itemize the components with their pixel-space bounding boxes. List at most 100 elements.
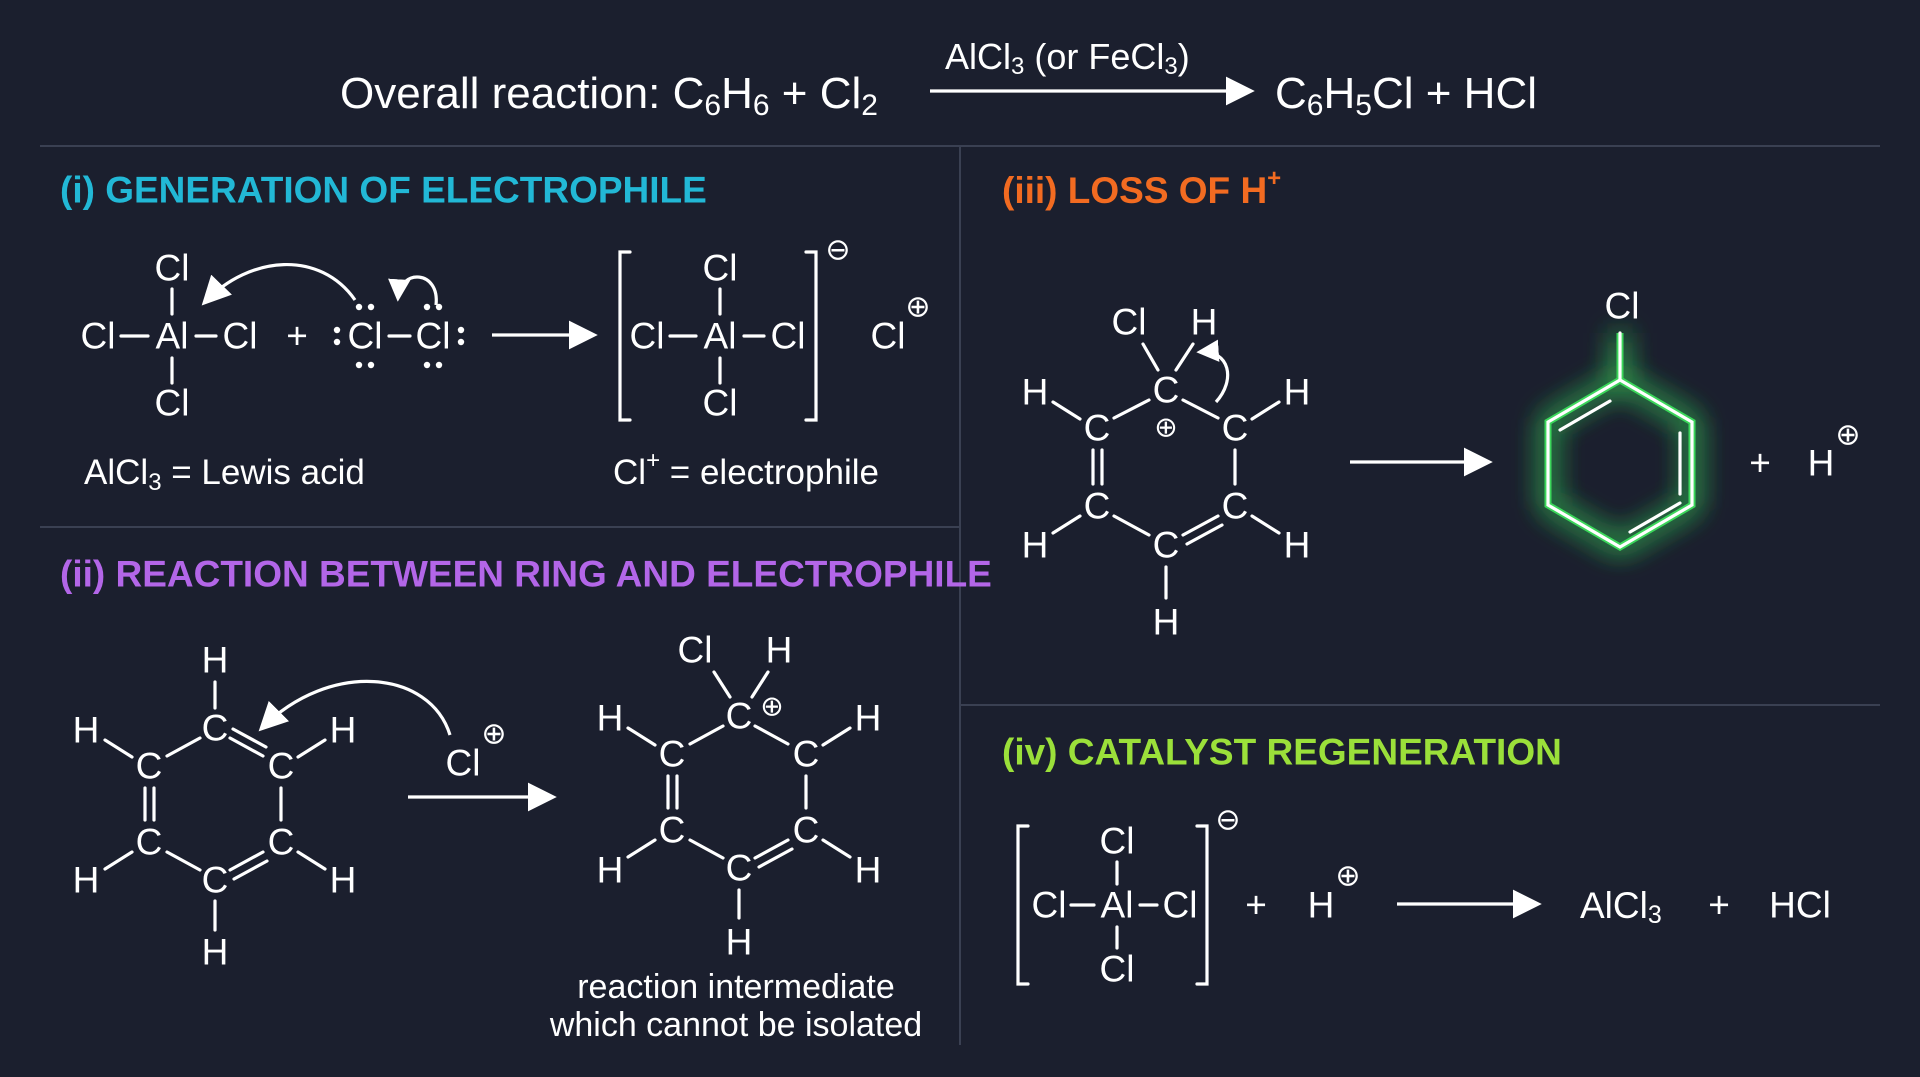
arenium-intermediate: C ⊕ C C C C C Cl H H H H H (597, 630, 882, 963)
benzene-ring (1546, 378, 1694, 549)
curved-arrow (258, 679, 452, 736)
bracket-left (618, 250, 632, 422)
positive-charge: ⊕ (1835, 419, 1860, 452)
carbon-atom: C (1222, 486, 1249, 527)
lone-pair (367, 303, 375, 311)
hydrogen-atom: H (202, 932, 229, 973)
bond (688, 724, 725, 746)
carbon-atom: C (268, 822, 295, 863)
bracket-right (1195, 824, 1209, 986)
carbon-atom: C (659, 810, 686, 851)
hydrogen-atom: H (1191, 302, 1218, 343)
section-catalyst-regeneration: (iv) CATALYST REGENERATION Al Cl Cl Cl C… (1002, 732, 1831, 990)
section1-title: (i) GENERATION OF ELECTROPHILE (60, 170, 707, 211)
section3-title: (iii) LOSS OF H+ (1002, 165, 1281, 211)
section4-title: (iv) CATALYST REGENERATION (1002, 732, 1562, 773)
al-atom: Al (156, 316, 189, 357)
section-ring-and-electrophile: (ii) REACTION BETWEEN RING AND ELECTROPH… (60, 554, 992, 1045)
lone-pair (423, 361, 431, 369)
carbon-atom: C (726, 848, 753, 889)
hydrogen-atom: H (597, 698, 624, 739)
bond (296, 850, 327, 871)
bond (231, 727, 268, 749)
bond (228, 850, 265, 872)
hydrogen-atom: H (1153, 602, 1180, 643)
positive-charge: ⊕ (760, 691, 783, 722)
lone-pair (355, 303, 363, 311)
cl-atom: Cl (1605, 286, 1640, 327)
bond (688, 838, 725, 860)
bond (1112, 398, 1151, 420)
plus-sign: + (286, 316, 308, 357)
hydrogen-atom: H (855, 850, 882, 891)
carbon-atom: C (202, 860, 229, 901)
benzene-molecule: C C C C C C H H H H H H (73, 640, 357, 973)
cl-atom: Cl (155, 248, 190, 289)
bond (626, 838, 657, 859)
lone-pair (367, 361, 375, 369)
alcl4-anion: Al Cl Cl Cl Cl ⊖ (1016, 804, 1241, 990)
bond (753, 724, 790, 746)
cl-atom: Cl (1100, 949, 1135, 990)
chlorobenzene: Cl (1544, 286, 1696, 552)
carbon-atom: C (659, 734, 686, 775)
carbon-atom: C (793, 734, 820, 775)
bond (296, 738, 327, 759)
hydrogen-atom: H (73, 710, 100, 751)
section2-title: (ii) REACTION BETWEEN RING AND ELECTROPH… (60, 554, 992, 595)
cl-atom: Cl (630, 316, 665, 357)
catalyst-label: AlCl3 (or FeCl3) (945, 36, 1190, 80)
hydrogen-atom: H (202, 640, 229, 681)
carbon-atom: C (1153, 525, 1180, 566)
lone-pair (333, 338, 341, 346)
hydrogen-atom: H (1284, 372, 1311, 413)
hydrogen-atom: H (330, 860, 357, 901)
positive-charge: ⊕ (481, 718, 506, 751)
hydrogen-atom: H (1022, 372, 1049, 413)
bracket-right (804, 250, 818, 422)
bond (821, 726, 852, 747)
section-loss-of-h: (iii) LOSS OF H+ C C C C C C ⊕ Cl H H H (1002, 165, 1861, 643)
lewis-acid-note: AlCl3 = Lewis acid (84, 453, 365, 496)
lone-pair (457, 338, 465, 346)
carbon-atom: C (1084, 408, 1111, 449)
cl-atom: Cl (703, 248, 738, 289)
alcl3-product: AlCl3 (1580, 885, 1662, 930)
lone-pair (435, 303, 443, 311)
curved-arrow (1196, 339, 1230, 404)
glow-ring (1544, 375, 1696, 552)
hydrogen-atom: H (73, 860, 100, 901)
hydrogen-atom: H (855, 698, 882, 739)
cl-atom: Cl (678, 630, 713, 671)
alcl3-molecule: Al Cl Cl Cl Cl (81, 248, 258, 424)
curved-arrow (201, 263, 357, 306)
lone-pair (333, 326, 341, 334)
bond (1051, 514, 1082, 535)
hcl-product: HCl (1769, 885, 1831, 926)
curved-arrow (388, 275, 438, 306)
bond (165, 736, 202, 758)
intermediate-caption: which cannot be isolated (549, 1006, 922, 1044)
plus-sign: + (1708, 885, 1730, 926)
bond (1051, 400, 1082, 421)
hydrogen-atom: H (330, 710, 357, 751)
carbon-atom: C (202, 708, 229, 749)
bond (232, 859, 269, 881)
positive-charge: ⊕ (1154, 412, 1177, 443)
bond (228, 736, 265, 758)
intermediate-caption: reaction intermediate (577, 968, 895, 1006)
bond (1174, 342, 1195, 372)
bond (753, 838, 790, 860)
lone-pair (423, 303, 431, 311)
electrophile-note: Cl+ = electrophile (613, 447, 879, 492)
overall-products: C6H5Cl + HCl (1275, 69, 1537, 122)
overall-reaction: Overall reaction: C6H6 + Cl2 AlCl3 (or F… (340, 36, 1537, 122)
bond (1181, 514, 1220, 537)
carbon-atom: C (726, 696, 753, 737)
negative-charge: ⊖ (825, 234, 850, 267)
lone-pair (355, 361, 363, 369)
carbon-atom: C (136, 746, 163, 787)
bond (712, 670, 732, 699)
